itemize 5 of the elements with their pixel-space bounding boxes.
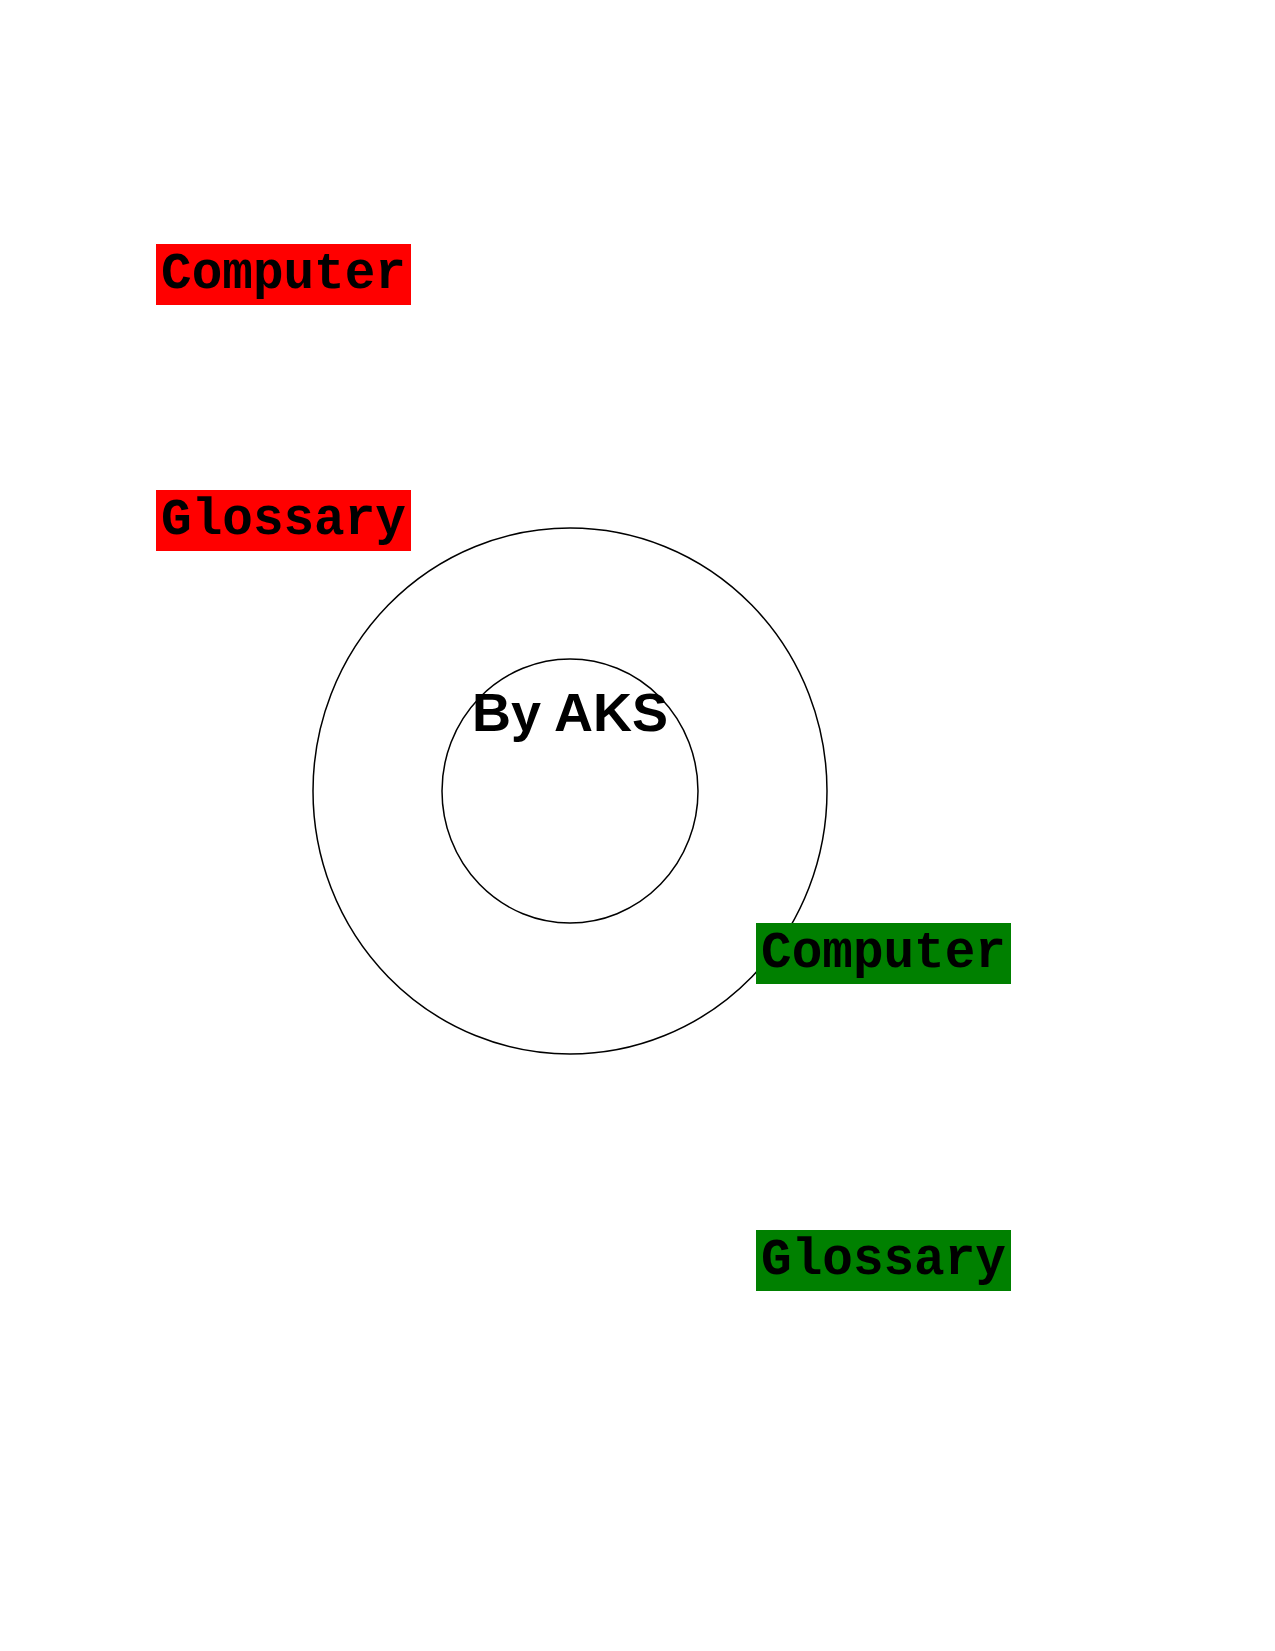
author-text: By AKS bbox=[470, 681, 669, 743]
term-label: Computer bbox=[156, 244, 411, 305]
term-label: Computer bbox=[756, 923, 1011, 984]
term-label: Glossary bbox=[156, 490, 411, 551]
term-label: Glossary bbox=[756, 1230, 1011, 1291]
